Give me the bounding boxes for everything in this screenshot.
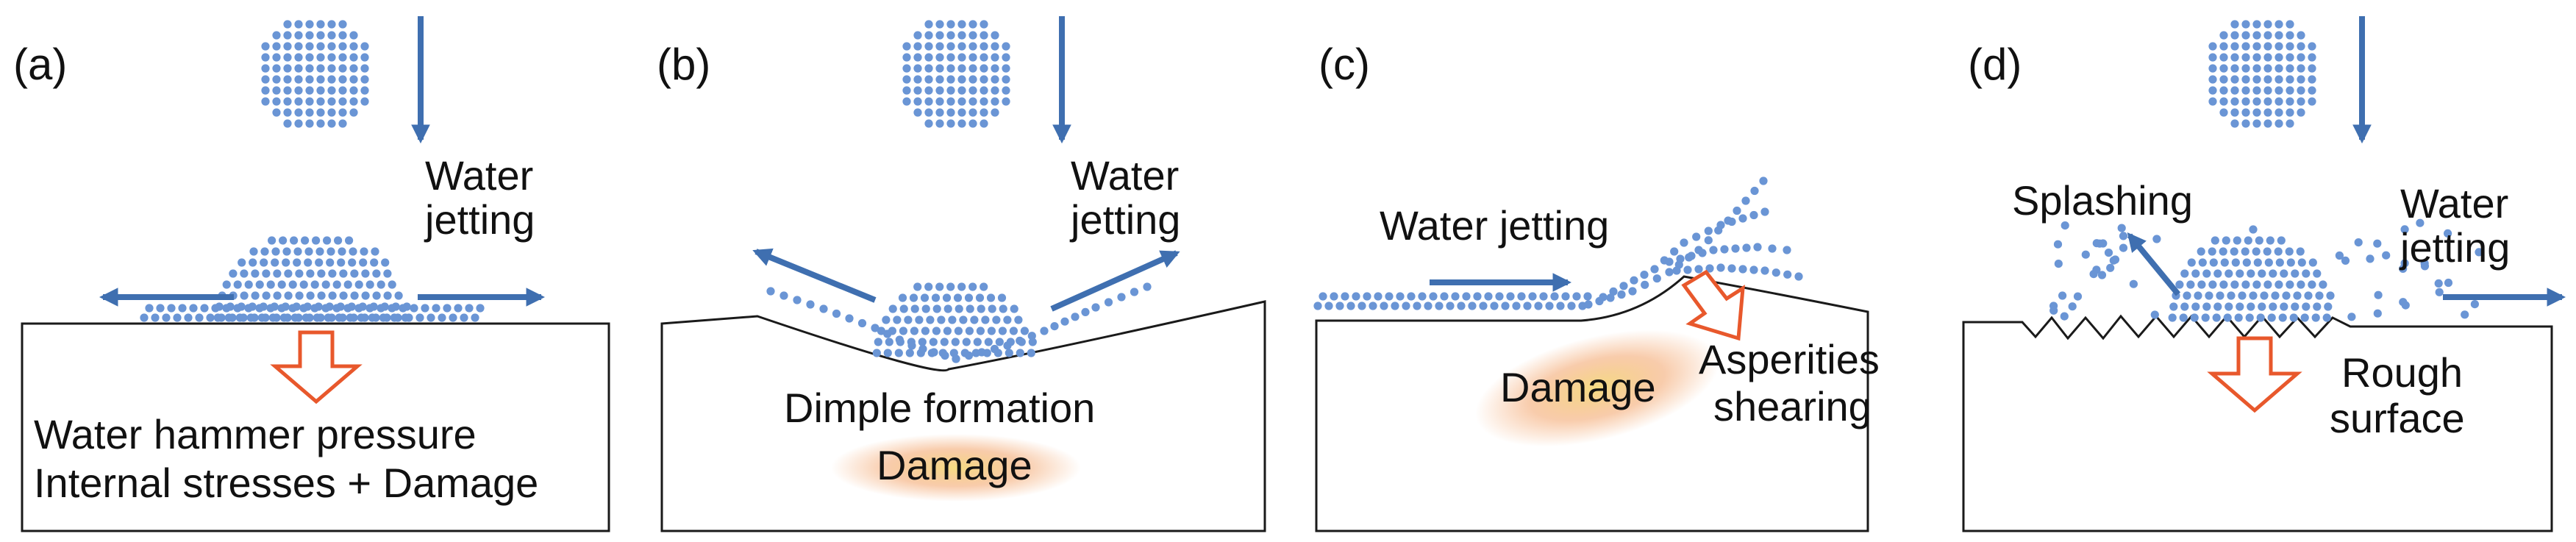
water-label-a: Water bbox=[425, 152, 533, 199]
water-droplet-icon bbox=[261, 20, 369, 128]
pressure-arrow-icon bbox=[2207, 336, 2302, 413]
dimple-formation-label: Dimple formation bbox=[784, 385, 1095, 431]
shearing-label: shearing bbox=[1713, 383, 1872, 429]
material-block-a bbox=[21, 322, 610, 532]
splash-film-icon bbox=[1665, 243, 1791, 266]
water-hammer-label: Water hammer pressure bbox=[34, 411, 477, 457]
damage-zone bbox=[1475, 329, 1719, 447]
jet-film-icon bbox=[1313, 292, 1592, 310]
jetting-label-b: jetting bbox=[1069, 196, 1180, 243]
spreading-droplet-icon bbox=[872, 282, 1037, 357]
jet-arrow-left bbox=[752, 248, 877, 303]
jetting-label-d: jetting bbox=[2399, 224, 2510, 271]
pressure-arrow-icon bbox=[270, 330, 363, 404]
damage-label-c: Damage bbox=[1500, 364, 1656, 410]
shearing-arrow-icon bbox=[1681, 269, 1745, 341]
surface-label: surface bbox=[2330, 395, 2465, 441]
water-label-b: Water bbox=[1071, 152, 1179, 199]
splashing-label: Splashing bbox=[2012, 177, 2193, 224]
splash-arrow bbox=[2127, 232, 2181, 296]
splash-film-icon bbox=[952, 282, 1152, 363]
panel-b: (b) Water jetting Dimple formation Damag… bbox=[657, 16, 1266, 532]
splash-droplets-icon bbox=[2335, 218, 2483, 321]
spreading-droplet-icon bbox=[2168, 225, 2335, 322]
panel-label-a: (a) bbox=[13, 40, 67, 89]
internal-stresses-label: Internal stresses + Damage bbox=[34, 460, 538, 506]
water-droplet-icon bbox=[2208, 20, 2316, 128]
jet-arrow-right bbox=[1050, 250, 1180, 312]
rough-label: Rough bbox=[2341, 349, 2463, 396]
panel-a: (a) Water jetting Water hammer pressure … bbox=[13, 16, 610, 532]
water-label-d: Water bbox=[2400, 180, 2508, 227]
panel-label-d: (d) bbox=[1968, 40, 2022, 89]
panel-d: (d) Splashing Water jetting Rough surfac… bbox=[1962, 16, 2566, 532]
jetting-label-a: jetting bbox=[424, 196, 535, 243]
panel-label-c: (c) bbox=[1319, 40, 1370, 89]
damage-label-b: Damage bbox=[877, 442, 1032, 488]
asperities-label: Asperities bbox=[1699, 336, 1880, 382]
water-jetting-label-c: Water jetting bbox=[1380, 202, 1609, 249]
material-block-rough bbox=[1962, 314, 2553, 532]
panel-label-b: (b) bbox=[657, 40, 710, 89]
material-block-dimple bbox=[660, 300, 1266, 532]
splash-film-icon bbox=[1672, 263, 1803, 281]
jet-film-icon bbox=[140, 304, 485, 322]
splash-film-icon bbox=[766, 287, 960, 363]
panel-c: (c) Water jetting Damage Asperities shea… bbox=[1313, 40, 1880, 532]
splash-droplets-icon bbox=[2049, 221, 2161, 321]
damage-zone bbox=[831, 434, 1081, 502]
water-droplet-icon bbox=[902, 20, 1010, 128]
